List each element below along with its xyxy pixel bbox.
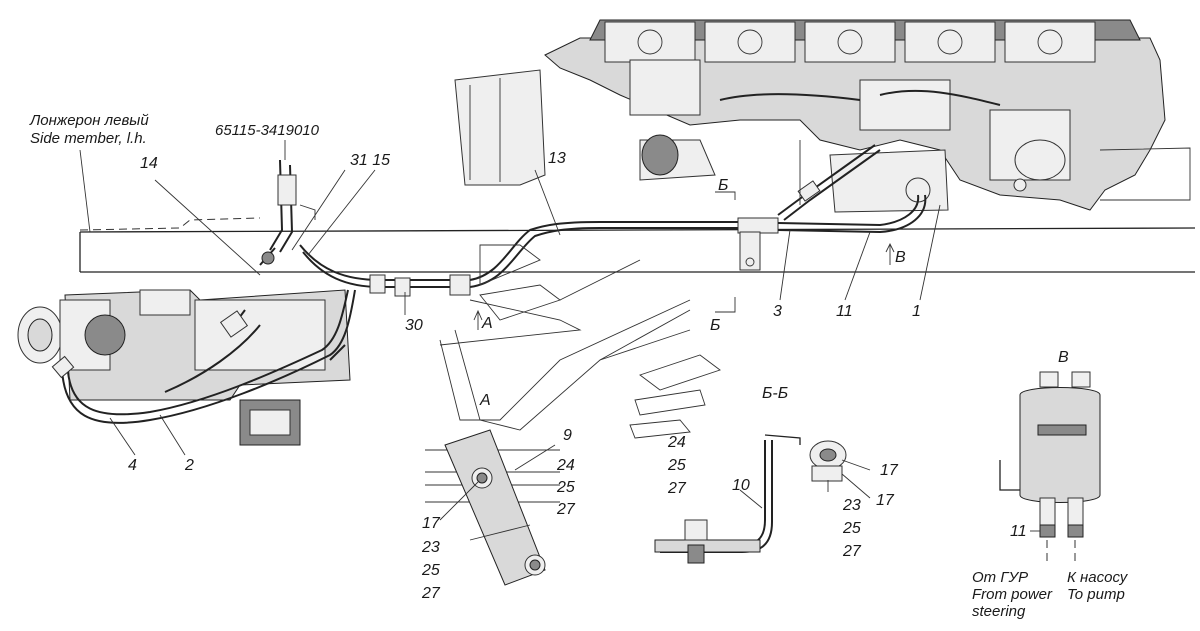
- view-mark-v: В: [895, 249, 906, 266]
- steering-gear-assembly: [17, 247, 351, 446]
- view-title-a: А: [479, 392, 491, 409]
- section-title-bb: Б-Б: [762, 385, 788, 402]
- view-title-v: В: [1058, 349, 1069, 366]
- frame-crossmember: [1099, 147, 1191, 201]
- callout-a-24: 24: [556, 457, 575, 474]
- callout-4: 4: [128, 457, 137, 474]
- pipe-65115-3419010: [269, 159, 316, 253]
- callout-1: 1: [912, 303, 921, 320]
- section-markers: [473, 191, 895, 330]
- hose-11: [777, 140, 927, 234]
- label-to-pump-ru: К насосу: [1067, 569, 1129, 586]
- callout-30: 30: [405, 317, 423, 334]
- callout-31-15: 31 15: [350, 152, 390, 169]
- callout-3: 3: [773, 303, 782, 320]
- callout-a-25b: 25: [421, 562, 440, 579]
- callout-bb-17b: 17: [876, 492, 895, 509]
- callout-bb-17a: 17: [880, 462, 899, 479]
- label-side-member-ru: Лонжерон левый: [29, 112, 149, 129]
- callout-bb-27: 27: [667, 480, 687, 497]
- label-side-member-en: Side member, l.h.: [30, 130, 147, 147]
- callout-a-25: 25: [556, 479, 575, 496]
- callout-a-27b: 27: [421, 585, 441, 602]
- label-part-number: 65115-3419010: [215, 122, 320, 139]
- side-member-frame-rail: [79, 217, 1196, 273]
- view-mark-a: А: [481, 315, 493, 332]
- callout-a-23: 23: [421, 539, 440, 556]
- view-b-reservoir: [999, 371, 1101, 565]
- callout-bb-24: 24: [667, 434, 686, 451]
- label-from-power: From power: [972, 586, 1053, 603]
- engine-assembly: [544, 19, 1166, 211]
- label-steering: steering: [972, 603, 1026, 620]
- reservoir-bracket-plate: [829, 149, 949, 213]
- callout-14: 14: [140, 155, 158, 172]
- hose-13: [299, 221, 740, 297]
- view-leader-ribbons: [439, 244, 721, 439]
- callout-v-11: 11: [1010, 523, 1027, 540]
- callout-a-27: 27: [556, 501, 576, 518]
- labels: Лонжерон левый Side member, l.h. 65115-3…: [29, 112, 1129, 620]
- callout-11: 11: [836, 303, 853, 320]
- callout-bb-23: 23: [842, 497, 861, 514]
- label-from-gur-ru: От ГУР: [972, 569, 1028, 586]
- clamp-bracket-3: [737, 217, 779, 271]
- callout-2: 2: [184, 457, 194, 474]
- callout-9: 9: [563, 427, 572, 444]
- callout-bb-27: 27: [842, 543, 862, 560]
- callout-a-17: 17: [422, 515, 441, 532]
- section-bb-detail: [654, 434, 847, 564]
- hose-lines-2-4: [51, 289, 356, 424]
- callout-bb-25: 25: [667, 457, 686, 474]
- section-mark-b-bottom: Б: [710, 317, 720, 334]
- section-mark-b-top: Б: [718, 177, 728, 194]
- flywheel-housing: [454, 69, 546, 186]
- label-to-pump-en: To pump: [1067, 586, 1125, 603]
- leader-lines: [79, 140, 1040, 532]
- callout-bb-25: 25: [842, 520, 861, 537]
- callout-13: 13: [548, 150, 566, 167]
- callout-10: 10: [732, 477, 750, 494]
- view-a-detail: [425, 429, 560, 586]
- engine-cylinder-heads: [604, 21, 1096, 63]
